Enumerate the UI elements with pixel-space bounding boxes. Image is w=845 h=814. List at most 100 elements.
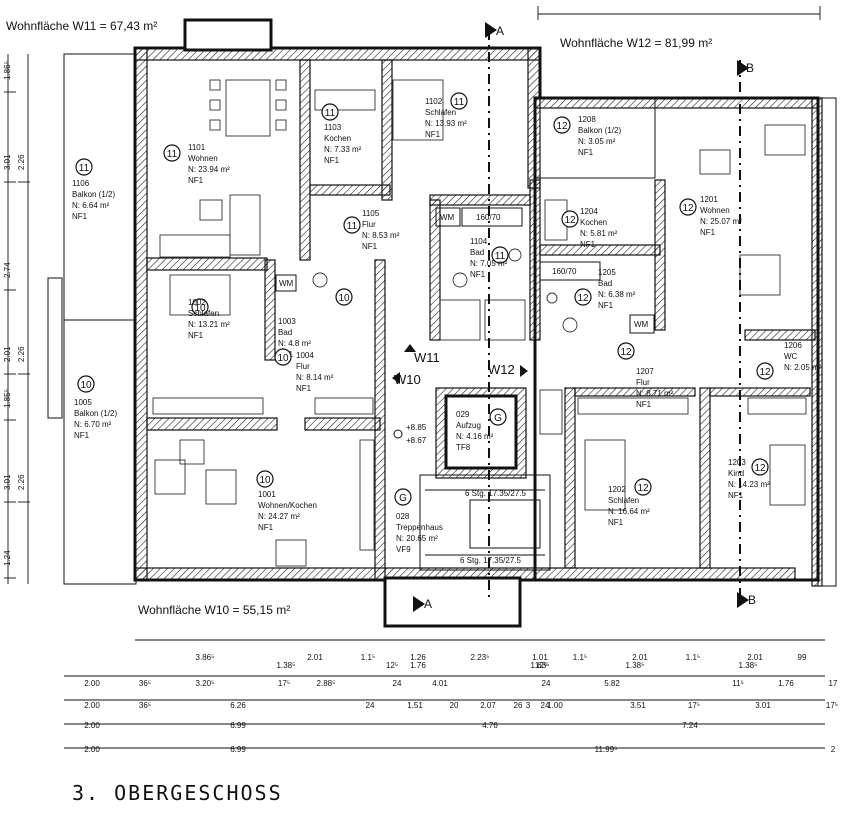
dim-label: 3.20⁵: [196, 679, 215, 688]
svg-text:160/70: 160/70: [552, 267, 577, 276]
room-line: N: 20.65 m²: [396, 534, 438, 543]
room-circle: [335, 288, 353, 306]
room-line: 1106: [72, 179, 90, 188]
room-line: N: 25.07 m²: [700, 217, 742, 226]
dim-label: 1.51: [407, 701, 423, 710]
room-line: WC: [784, 352, 798, 361]
dim-label: 6.26: [230, 701, 246, 710]
dim-label: 2.01: [747, 653, 763, 662]
room-line: N: 8.53 m²: [362, 231, 400, 240]
room-line: N: 13.93 m²: [425, 119, 467, 128]
dim-label: 1.1⁵: [361, 653, 375, 662]
dim-label: 1.26: [410, 653, 426, 662]
staircase: 6 Stg. 17.35/27.5 6 Stg. 17.35/27.5: [419, 474, 551, 571]
room-line: Wohnen: [188, 154, 218, 163]
level-lower: +8.67: [406, 436, 427, 445]
room-line: N: 24.27 m²: [258, 512, 300, 521]
dim-label: 24: [542, 679, 551, 688]
room-circle-label: 11: [325, 108, 336, 119]
room-line: 1001: [258, 490, 276, 499]
dim-label: 11.99⁵: [595, 745, 618, 754]
section-b-top: B: [746, 61, 754, 75]
section-lines: A B A B: [413, 22, 756, 612]
dim-label: 1.76: [410, 661, 426, 670]
unit-label-w11: W11: [414, 350, 440, 365]
room-circle: [274, 348, 292, 366]
room-circle-label: 12: [564, 215, 576, 226]
dim-label: 24: [366, 701, 375, 710]
plan-title: 3. OBERGESCHOSS: [72, 781, 283, 805]
room-circle-label: 11: [79, 163, 90, 174]
room-line: TF8: [456, 443, 471, 452]
dim-label: 3: [526, 701, 531, 710]
unit-label-w12: W12: [488, 362, 515, 377]
dim-label: 1.01: [532, 653, 548, 662]
room-line: 1002: [188, 298, 206, 307]
dim-label: 7.24: [682, 721, 698, 730]
room-circle-label: 12: [556, 121, 568, 132]
wm-label-3: WM: [629, 314, 655, 334]
room-circle-label: 12: [637, 483, 649, 494]
room-circle-label: 12: [620, 347, 632, 358]
room-line: NF1: [258, 523, 274, 532]
left-dim-label: 3.01: [3, 154, 12, 170]
room-line: Flur: [296, 362, 310, 371]
dim-label: 99: [798, 653, 807, 662]
room-circle: [394, 488, 412, 506]
room-circle-label: 11: [454, 97, 465, 108]
room-circle: [574, 288, 592, 306]
dim-label: 17⁵: [278, 679, 290, 688]
room-line: Schlafen: [188, 309, 219, 318]
left-dim-label: 2.74: [3, 262, 12, 278]
room-line: NF1: [296, 384, 312, 393]
dim-label: 6.99: [230, 745, 246, 754]
room-line: Wohnen/Kochen: [258, 501, 317, 510]
left-dim-label: 1.85⁵: [3, 389, 12, 408]
dim-label: 6.99: [230, 721, 246, 730]
room-circle-label: 12: [577, 293, 589, 304]
room-circle: [756, 362, 774, 380]
room-line: N: 14.23 m²: [728, 480, 770, 489]
room-circle-label: 10: [338, 293, 350, 304]
room-line: NF1: [72, 212, 88, 221]
room-line: 1005: [74, 398, 92, 407]
room-circle: [256, 470, 274, 488]
svg-text:WM: WM: [634, 320, 649, 329]
left-dim-label: 2.26: [17, 346, 26, 362]
room-line: 1104: [470, 237, 488, 246]
room-circle: [77, 375, 95, 393]
dim-label: 1.1⁵: [573, 653, 587, 662]
room-line: Schlafen: [608, 496, 639, 505]
dim-label: 3.51: [630, 701, 646, 710]
room-line: Wohnen: [700, 206, 730, 215]
room-line: 1204: [580, 207, 598, 216]
section-a-top: A: [496, 24, 504, 38]
room-circle-label: 10: [259, 475, 271, 486]
balconies: [47, 53, 837, 587]
bathtub-1: 160/70: [461, 207, 523, 227]
room-line: 1103: [324, 123, 342, 132]
dim-label: 36⁵: [139, 679, 151, 688]
dim-label: 36⁵: [139, 701, 151, 710]
exterior-walls: [133, 18, 820, 628]
dim-label: 26: [514, 701, 523, 710]
room-line: 1004: [296, 351, 314, 360]
dim-label: 3.86⁵: [196, 653, 215, 662]
room-line: 1205: [598, 268, 616, 277]
room-line: NF1: [728, 491, 744, 500]
room-line: NF1: [425, 130, 441, 139]
